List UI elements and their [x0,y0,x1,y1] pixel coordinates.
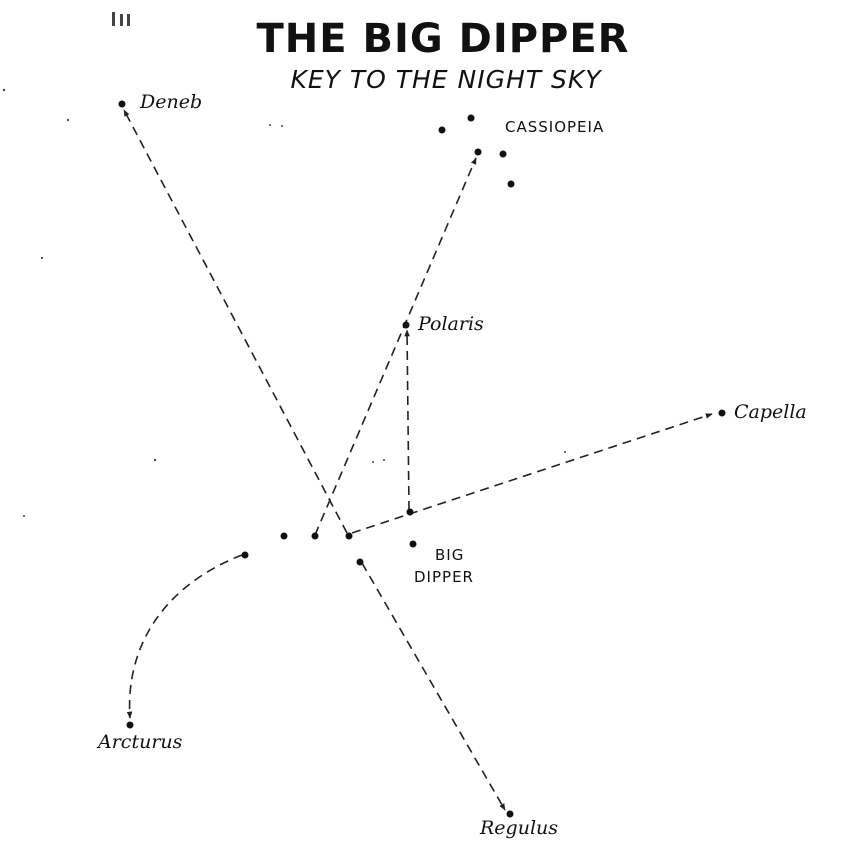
arcturus-label: Arcturus [96,731,183,753]
cassiopeia-stars [438,114,515,188]
pointer-lines [123,109,713,811]
pointer-to-capella [351,413,713,534]
pointer-to-cassiopeia [314,157,477,536]
cassiopeia-label: CASSIOPEIA [505,118,604,136]
big-dipper-stars [241,508,417,566]
polaris-label: Polaris [417,313,484,335]
star-regulus: Regulus [479,810,558,839]
big-dipper-label-line1: BIG [435,546,464,564]
pointer-to-polaris [404,329,410,511]
regulus-label: Regulus [479,817,558,839]
star-deneb: Deneb [118,91,202,113]
page-title: THE BIG DIPPER [257,16,630,62]
paper-specks [2,12,566,517]
deneb-label: Deneb [139,91,202,113]
big-dipper-label-line2: DIPPER [414,568,474,586]
arc-to-arcturus [126,554,243,719]
pointer-to-regulus [361,562,506,811]
star-polaris: Polaris [402,313,484,335]
pointer-to-deneb [123,109,348,534]
capella-label: Capella [734,401,807,423]
page-subtitle: KEY TO THE NIGHT SKY [290,65,602,94]
star-capella: Capella [718,401,807,423]
star-arcturus: Arcturus [96,721,183,753]
